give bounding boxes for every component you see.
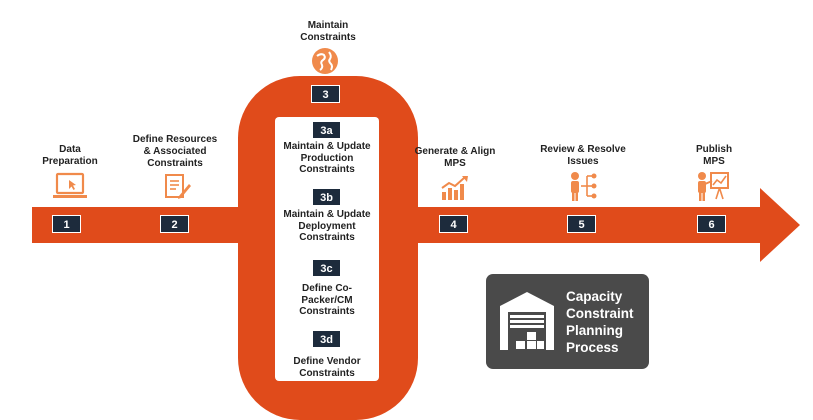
process-title: Capacity Constraint Planning Process	[566, 289, 634, 355]
bar-chart-trend-icon	[440, 174, 470, 202]
step-3-badge: 3	[311, 85, 340, 103]
substep-3b-label: Maintain & Update Deployment Constraints	[283, 209, 371, 243]
substep-3a-label: Maintain & Update Production Constraints	[283, 141, 371, 175]
step-2-label: Define Resources & Associated Constraint…	[132, 134, 218, 169]
step-3-label: Maintain Constraints	[300, 20, 356, 43]
substep-3c-label: Define Co- Packer/CM Constraints	[299, 283, 355, 317]
laptop-cursor-icon	[52, 172, 88, 202]
substep-3b-badge: 3b	[312, 188, 341, 206]
step-4-badge: 4	[439, 215, 468, 233]
step-6-badge: 6	[697, 215, 726, 233]
step-1-badge: 1	[52, 215, 81, 233]
person-hierarchy-icon	[567, 170, 599, 202]
presenter-board-icon	[694, 170, 730, 202]
warehouse-boxes-icon	[496, 288, 558, 352]
step-5-badge: 5	[567, 215, 596, 233]
document-pen-icon	[162, 172, 192, 202]
substep-3d-label: Define Vendor Constraints	[293, 356, 361, 379]
substep-3a-badge: 3a	[312, 121, 341, 139]
globe-icon	[310, 46, 340, 76]
step-6-label: Publish MPS	[695, 144, 733, 167]
main-arrow-head	[760, 188, 800, 262]
process-title-card: Capacity Constraint Planning Process	[486, 274, 649, 369]
step-1-label: Data Preparation	[42, 144, 98, 167]
step-2-badge: 2	[160, 215, 189, 233]
step-4-label: Generate & Align MPS	[414, 146, 496, 169]
substeps-panel	[275, 117, 379, 381]
step-5-label: Review & Resolve Issues	[540, 144, 626, 167]
substep-3d-badge: 3d	[312, 330, 341, 348]
substep-3c-badge: 3c	[312, 259, 341, 277]
